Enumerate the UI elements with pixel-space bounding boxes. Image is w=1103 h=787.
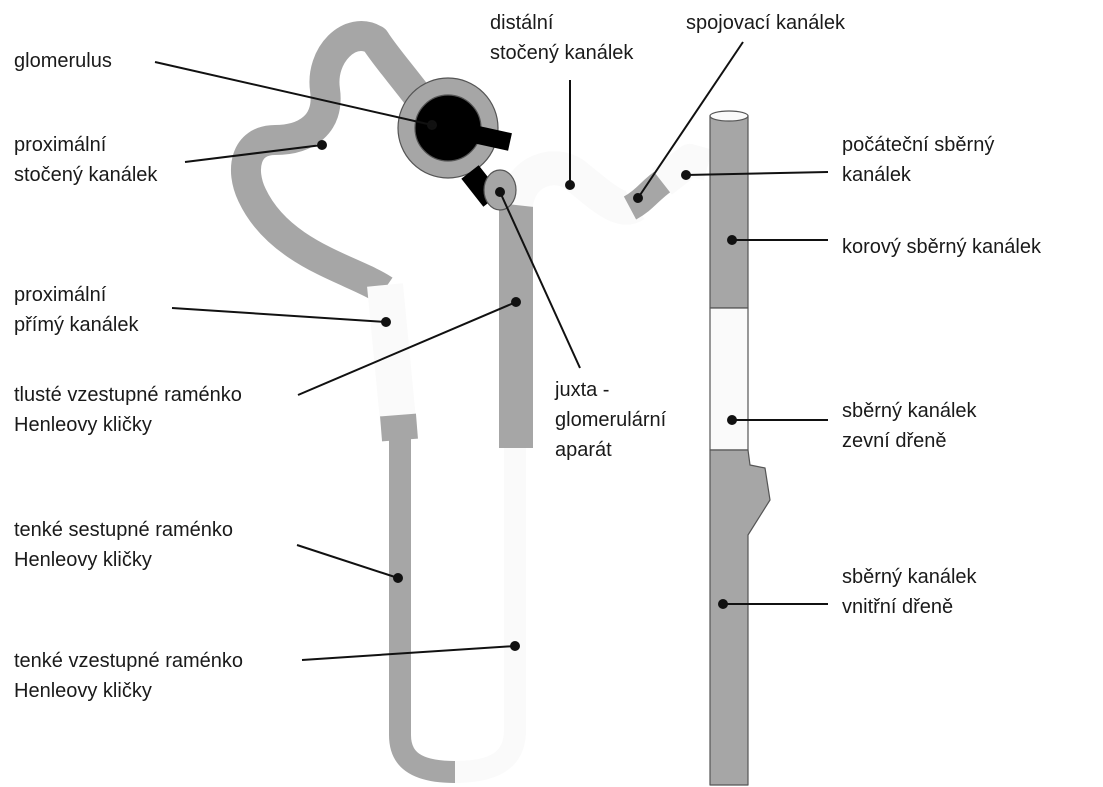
descending-transition (398, 415, 400, 440)
inner-medullary-collecting-duct (710, 450, 770, 785)
label-line: tenké vzestupné raménko (14, 646, 243, 676)
label-distal-convoluted: distální stočený kanálek (490, 8, 633, 68)
leader-proximal-straight (172, 308, 386, 322)
label-line: aparát (555, 435, 666, 465)
dot-connecting (634, 194, 642, 202)
label-thick-ascending: tlusté vzestupné raménko Henleovy kličky (14, 380, 242, 440)
label-glomerulus: glomerulus (14, 46, 112, 76)
label-line: zevní dřeně (842, 426, 977, 456)
collecting-duct-top (710, 111, 748, 121)
proximal-convoluted-tubule (246, 36, 432, 290)
glomerulus-tuft (415, 95, 481, 161)
dot-thin-ascending (511, 642, 519, 650)
label-initial-collecting: počáteční sběrný kanálek (842, 130, 994, 190)
label-line: juxta - (555, 375, 666, 405)
label-outer-medullary: sběrný kanálek zevní dřeně (842, 396, 977, 456)
afferent-arteriole (478, 135, 510, 142)
leader-thin-descending (297, 545, 398, 578)
label-proximal-convoluted: proximální stočený kanálek (14, 130, 157, 190)
label-line: glomerulus (14, 46, 112, 76)
label-thin-ascending: tenké vzestupné raménko Henleovy kličky (14, 646, 243, 706)
label-line: počáteční sběrný (842, 130, 994, 160)
dot-outer-medullary (728, 416, 736, 424)
cortical-collecting-duct (710, 116, 748, 308)
label-line: kanálek (842, 160, 994, 190)
label-line: tlusté vzestupné raménko (14, 380, 242, 410)
label-line: vnitřní dřeně (842, 592, 977, 622)
dot-distal-convoluted (566, 181, 574, 189)
label-cortical-collecting: korový sběrný kanálek (842, 232, 1041, 262)
dot-thin-descending (394, 574, 402, 582)
label-line: proximální (14, 130, 157, 160)
label-line: sběrný kanálek (842, 396, 977, 426)
label-juxtaglomerular: juxta - glomerulární aparát (555, 375, 666, 465)
label-line: stočený kanálek (490, 38, 633, 68)
thin-descending-limb (400, 438, 455, 772)
dot-inner-medullary (719, 600, 727, 608)
label-proximal-straight: proximální přímý kanálek (14, 280, 139, 340)
label-line: tenké sestupné raménko (14, 515, 233, 545)
dot-cortical-collecting (728, 236, 736, 244)
dot-juxtaglomerular (496, 188, 504, 196)
label-thin-descending: tenké sestupné raménko Henleovy kličky (14, 515, 233, 575)
label-line: spojovací kanálek (686, 8, 845, 38)
label-line: Henleovy kličky (14, 410, 242, 440)
dot-proximal-convoluted (318, 141, 326, 149)
label-line: distální (490, 8, 633, 38)
label-connecting: spojovací kanálek (686, 8, 845, 38)
label-line: Henleovy kličky (14, 545, 233, 575)
label-line: Henleovy kličky (14, 676, 243, 706)
label-line: stočený kanálek (14, 160, 157, 190)
label-line: proximální (14, 280, 139, 310)
dot-glomerulus (428, 121, 436, 129)
dot-thick-ascending (512, 298, 520, 306)
outer-medullary-collecting-duct (710, 308, 748, 450)
label-line: glomerulární (555, 405, 666, 435)
label-line: sběrný kanálek (842, 562, 977, 592)
dot-proximal-straight (382, 318, 390, 326)
label-inner-medullary: sběrný kanálek vnitřní dřeně (842, 562, 977, 622)
leader-initial-collecting (686, 172, 828, 175)
dot-initial-collecting (682, 171, 690, 179)
label-line: korový sběrný kanálek (842, 232, 1041, 262)
label-line: přímý kanálek (14, 310, 139, 340)
thin-ascending-limb (455, 445, 515, 772)
distal-convoluted-tubule (516, 168, 635, 207)
